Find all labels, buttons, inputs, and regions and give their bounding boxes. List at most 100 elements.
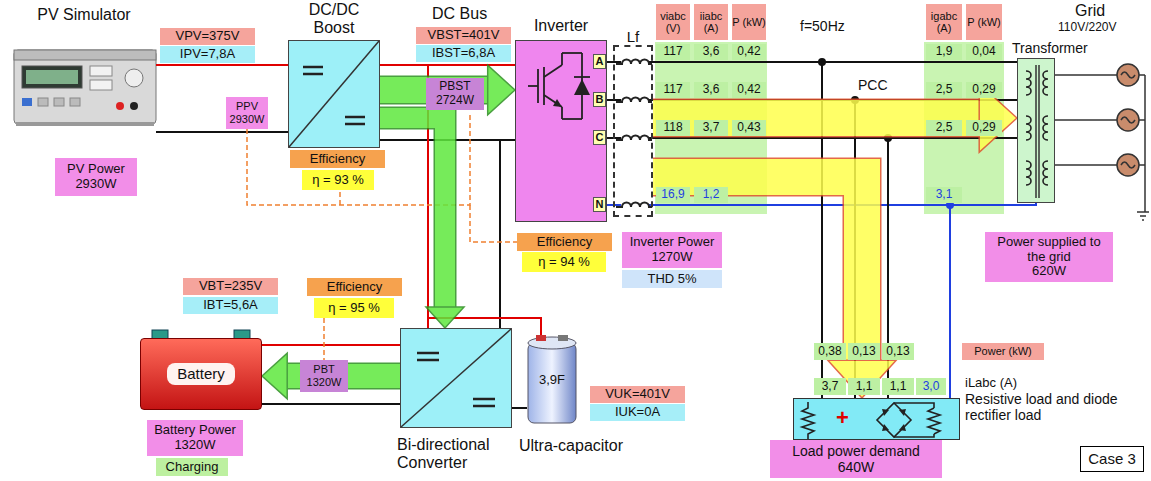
- transformer-coil: [1035, 65, 1037, 198]
- node-text: VBT=235V: [199, 279, 262, 294]
- igbt-symbol: [544, 95, 562, 107]
- igbt-symbol: [537, 69, 539, 103]
- node-subtext: 2930W: [75, 177, 116, 192]
- converter-symbol: [345, 116, 365, 119]
- table-cell: 16,9: [656, 187, 690, 203]
- table-cell: 3,6: [694, 44, 728, 60]
- dc-wire: [262, 403, 400, 405]
- node-text: IBT=5,6A: [203, 298, 258, 313]
- node-text: PV Simulator: [37, 6, 130, 24]
- grid-source: [1117, 154, 1139, 176]
- power-flow-arrow: [262, 353, 400, 399]
- load-symbol: [794, 399, 959, 439]
- load-symbol: [899, 424, 906, 431]
- node-subtext: 1320W: [174, 438, 215, 453]
- arrow-head: [426, 307, 464, 328]
- bidirectional-converter: Bi-directional Converter: [400, 328, 512, 428]
- pv-simulator-device: [22, 66, 82, 88]
- pv-simulator-device: [116, 102, 124, 110]
- igbt-symbol: [528, 53, 590, 119]
- arrow-head: [488, 65, 515, 114]
- converter-symbol: [345, 123, 365, 126]
- capacitor-cylinder: [558, 335, 568, 341]
- node-text: Efficiency: [310, 152, 365, 167]
- efficiency-leader: [470, 205, 517, 242]
- table-cell: 2,5: [926, 82, 962, 98]
- grid-source: [1139, 164, 1145, 166]
- table-cell: 3,6: [694, 82, 728, 98]
- load-symbol: [894, 434, 934, 437]
- dc-wire: [156, 64, 160, 66]
- node-text: VUK=401V: [605, 387, 670, 402]
- igbt-symbol: [561, 53, 563, 65]
- load-symbol: [882, 409, 889, 416]
- table-cell: 118: [656, 120, 690, 136]
- inductor-coil: [616, 203, 652, 208]
- load-symbol: [899, 409, 906, 416]
- igbt-symbol: [561, 107, 563, 119]
- current-tag: IBST=6,8A: [416, 45, 511, 62]
- voltage-tag: VBST=401V: [416, 27, 511, 44]
- transformer-coil: [1026, 116, 1031, 140]
- node-text: η = 94 %: [538, 255, 590, 270]
- table-cell: 0,43: [732, 120, 766, 136]
- voltage-tag: VUK=401V: [590, 386, 685, 403]
- converter-symbol: [473, 405, 495, 408]
- node-subtext: Resistive load and diode rectifier load: [965, 391, 1130, 423]
- node-subtext: 620W: [1032, 264, 1066, 279]
- wire: [512, 408, 527, 409]
- power-tag: PBST2724W: [426, 78, 484, 110]
- node-text: Power supplied to the grid: [988, 235, 1110, 265]
- node-text: A: [596, 55, 604, 68]
- table-cell: 0,04: [966, 44, 1002, 60]
- converter-symbol: [417, 353, 495, 406]
- node-text: THD 5%: [647, 272, 696, 287]
- table-cell: 3,1: [926, 187, 962, 203]
- igbt-symbol: [574, 79, 590, 95]
- node-text: PV Power: [67, 162, 125, 177]
- status-tag: Charging: [156, 458, 228, 476]
- igbt-symbol: [562, 118, 582, 120]
- power-box: Power supplied to the grid620W: [985, 232, 1113, 282]
- igbt-symbol: [544, 65, 562, 77]
- node-text: PPV: [236, 100, 258, 113]
- annotation-label: iLabc (A): [965, 376, 1017, 390]
- pv-simulator-device: [54, 98, 64, 106]
- inverter-box: InverterABCN: [515, 40, 607, 222]
- node-text: 3,9F: [539, 373, 565, 388]
- wire: [160, 65, 288, 66]
- dc-dc-boost-converter: DC/DC Boost: [288, 40, 380, 148]
- grid-source: [1055, 64, 1149, 220]
- converter-symbol: [417, 352, 439, 355]
- grid-source: [1117, 109, 1139, 131]
- grid-source: [1142, 219, 1144, 221]
- node-text: C: [596, 131, 604, 144]
- battery: Battery: [140, 338, 262, 410]
- pv-simulator-device: [38, 98, 48, 106]
- converter-symbol: [303, 67, 365, 124]
- table-cell: 0,42: [732, 82, 766, 98]
- node-text: Inverter Power: [630, 235, 715, 250]
- efficiency-leader: [247, 112, 517, 360]
- grid-source: [1121, 162, 1135, 168]
- annotation-label: f=50Hz: [800, 19, 845, 34]
- load-symbol: [802, 402, 940, 439]
- capacitor-cylinder: [528, 337, 576, 349]
- node-subtext: 2930W: [230, 113, 265, 126]
- table-cell: 0,38: [814, 343, 846, 360]
- pv-simulator-device: [16, 122, 154, 126]
- power-box: PV Power2930W: [55, 158, 137, 196]
- ac-wire: [949, 205, 951, 398]
- table-cell: Power (kW): [962, 343, 1044, 360]
- transformer-coil: [1018, 59, 1054, 202]
- phase-terminal: C: [593, 130, 606, 145]
- grid-source: [1121, 117, 1135, 123]
- pv-simulator-device: [14, 50, 156, 60]
- junction-dot: [818, 58, 826, 66]
- annotation-label: DC Bus: [432, 5, 487, 23]
- table-cell: P (kW): [732, 4, 766, 40]
- node-text: Efficiency: [327, 280, 382, 295]
- node-text: Case 3: [1088, 450, 1136, 467]
- table-cell: igabc (A): [926, 4, 962, 40]
